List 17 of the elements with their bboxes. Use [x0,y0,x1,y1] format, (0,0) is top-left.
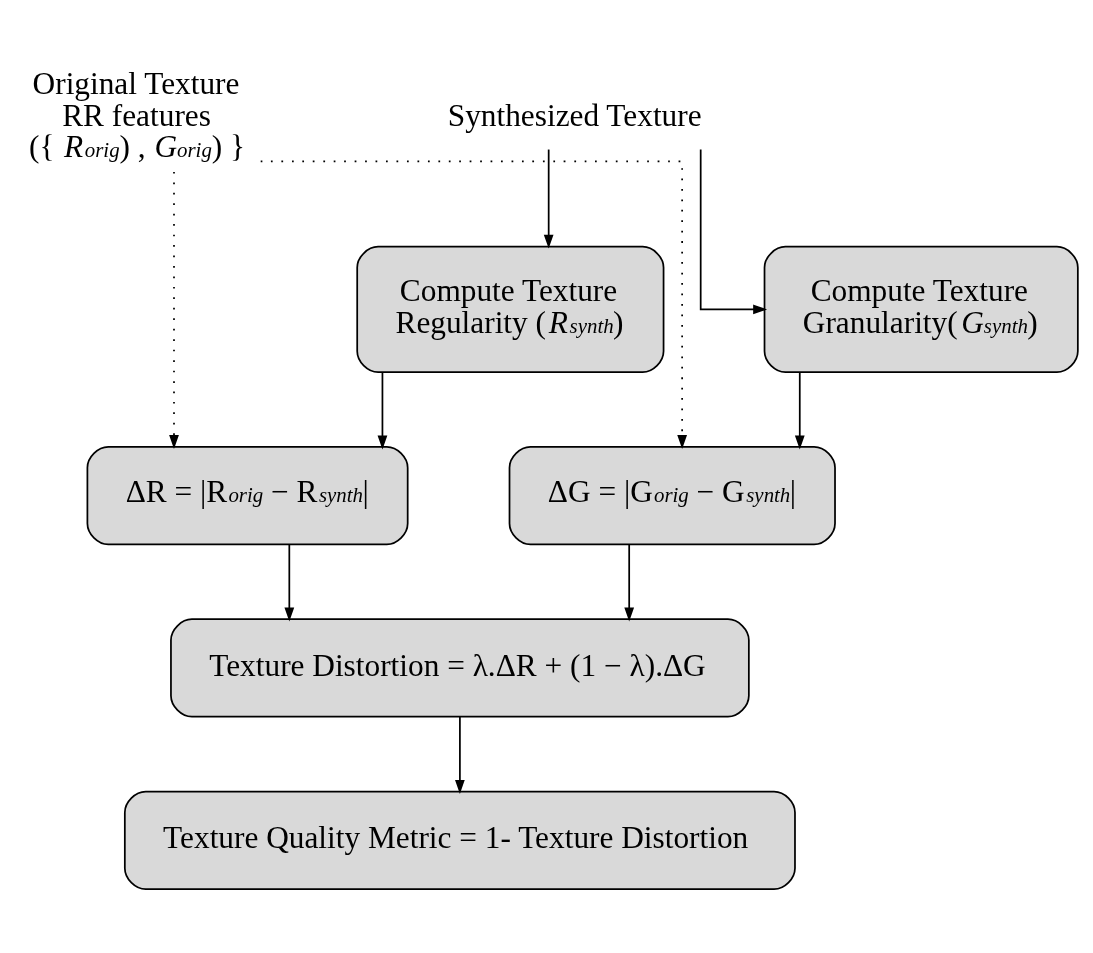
arrow [455,716,465,794]
arrow [543,148,554,249]
arrow [794,371,805,450]
arrow [259,160,687,449]
node-text: Original Texture RR features ({ Rorig) , Gorig) } [29,66,246,164]
node-box: Compute Texture Granularity(Gsynth) [763,245,1079,373]
node-text: Synthesized Texture [447,97,702,133]
arrow [284,543,295,622]
arrow [169,171,179,450]
node-box: Texture Quality Metric = 1- Texture Distortion [123,790,796,890]
node-box: Compute Texture Regularity (Rsynth) [356,245,665,373]
node-box: ΔR = |Rorig − Rsynth| [86,446,409,546]
arrow [377,371,388,450]
arrow [624,543,635,622]
arrow [699,148,768,315]
node-box: ΔG = |Gorig − Gsynth| [508,446,836,546]
node-box: Texture Distortion = λ.ΔR + (1 − λ).ΔG [170,618,750,718]
